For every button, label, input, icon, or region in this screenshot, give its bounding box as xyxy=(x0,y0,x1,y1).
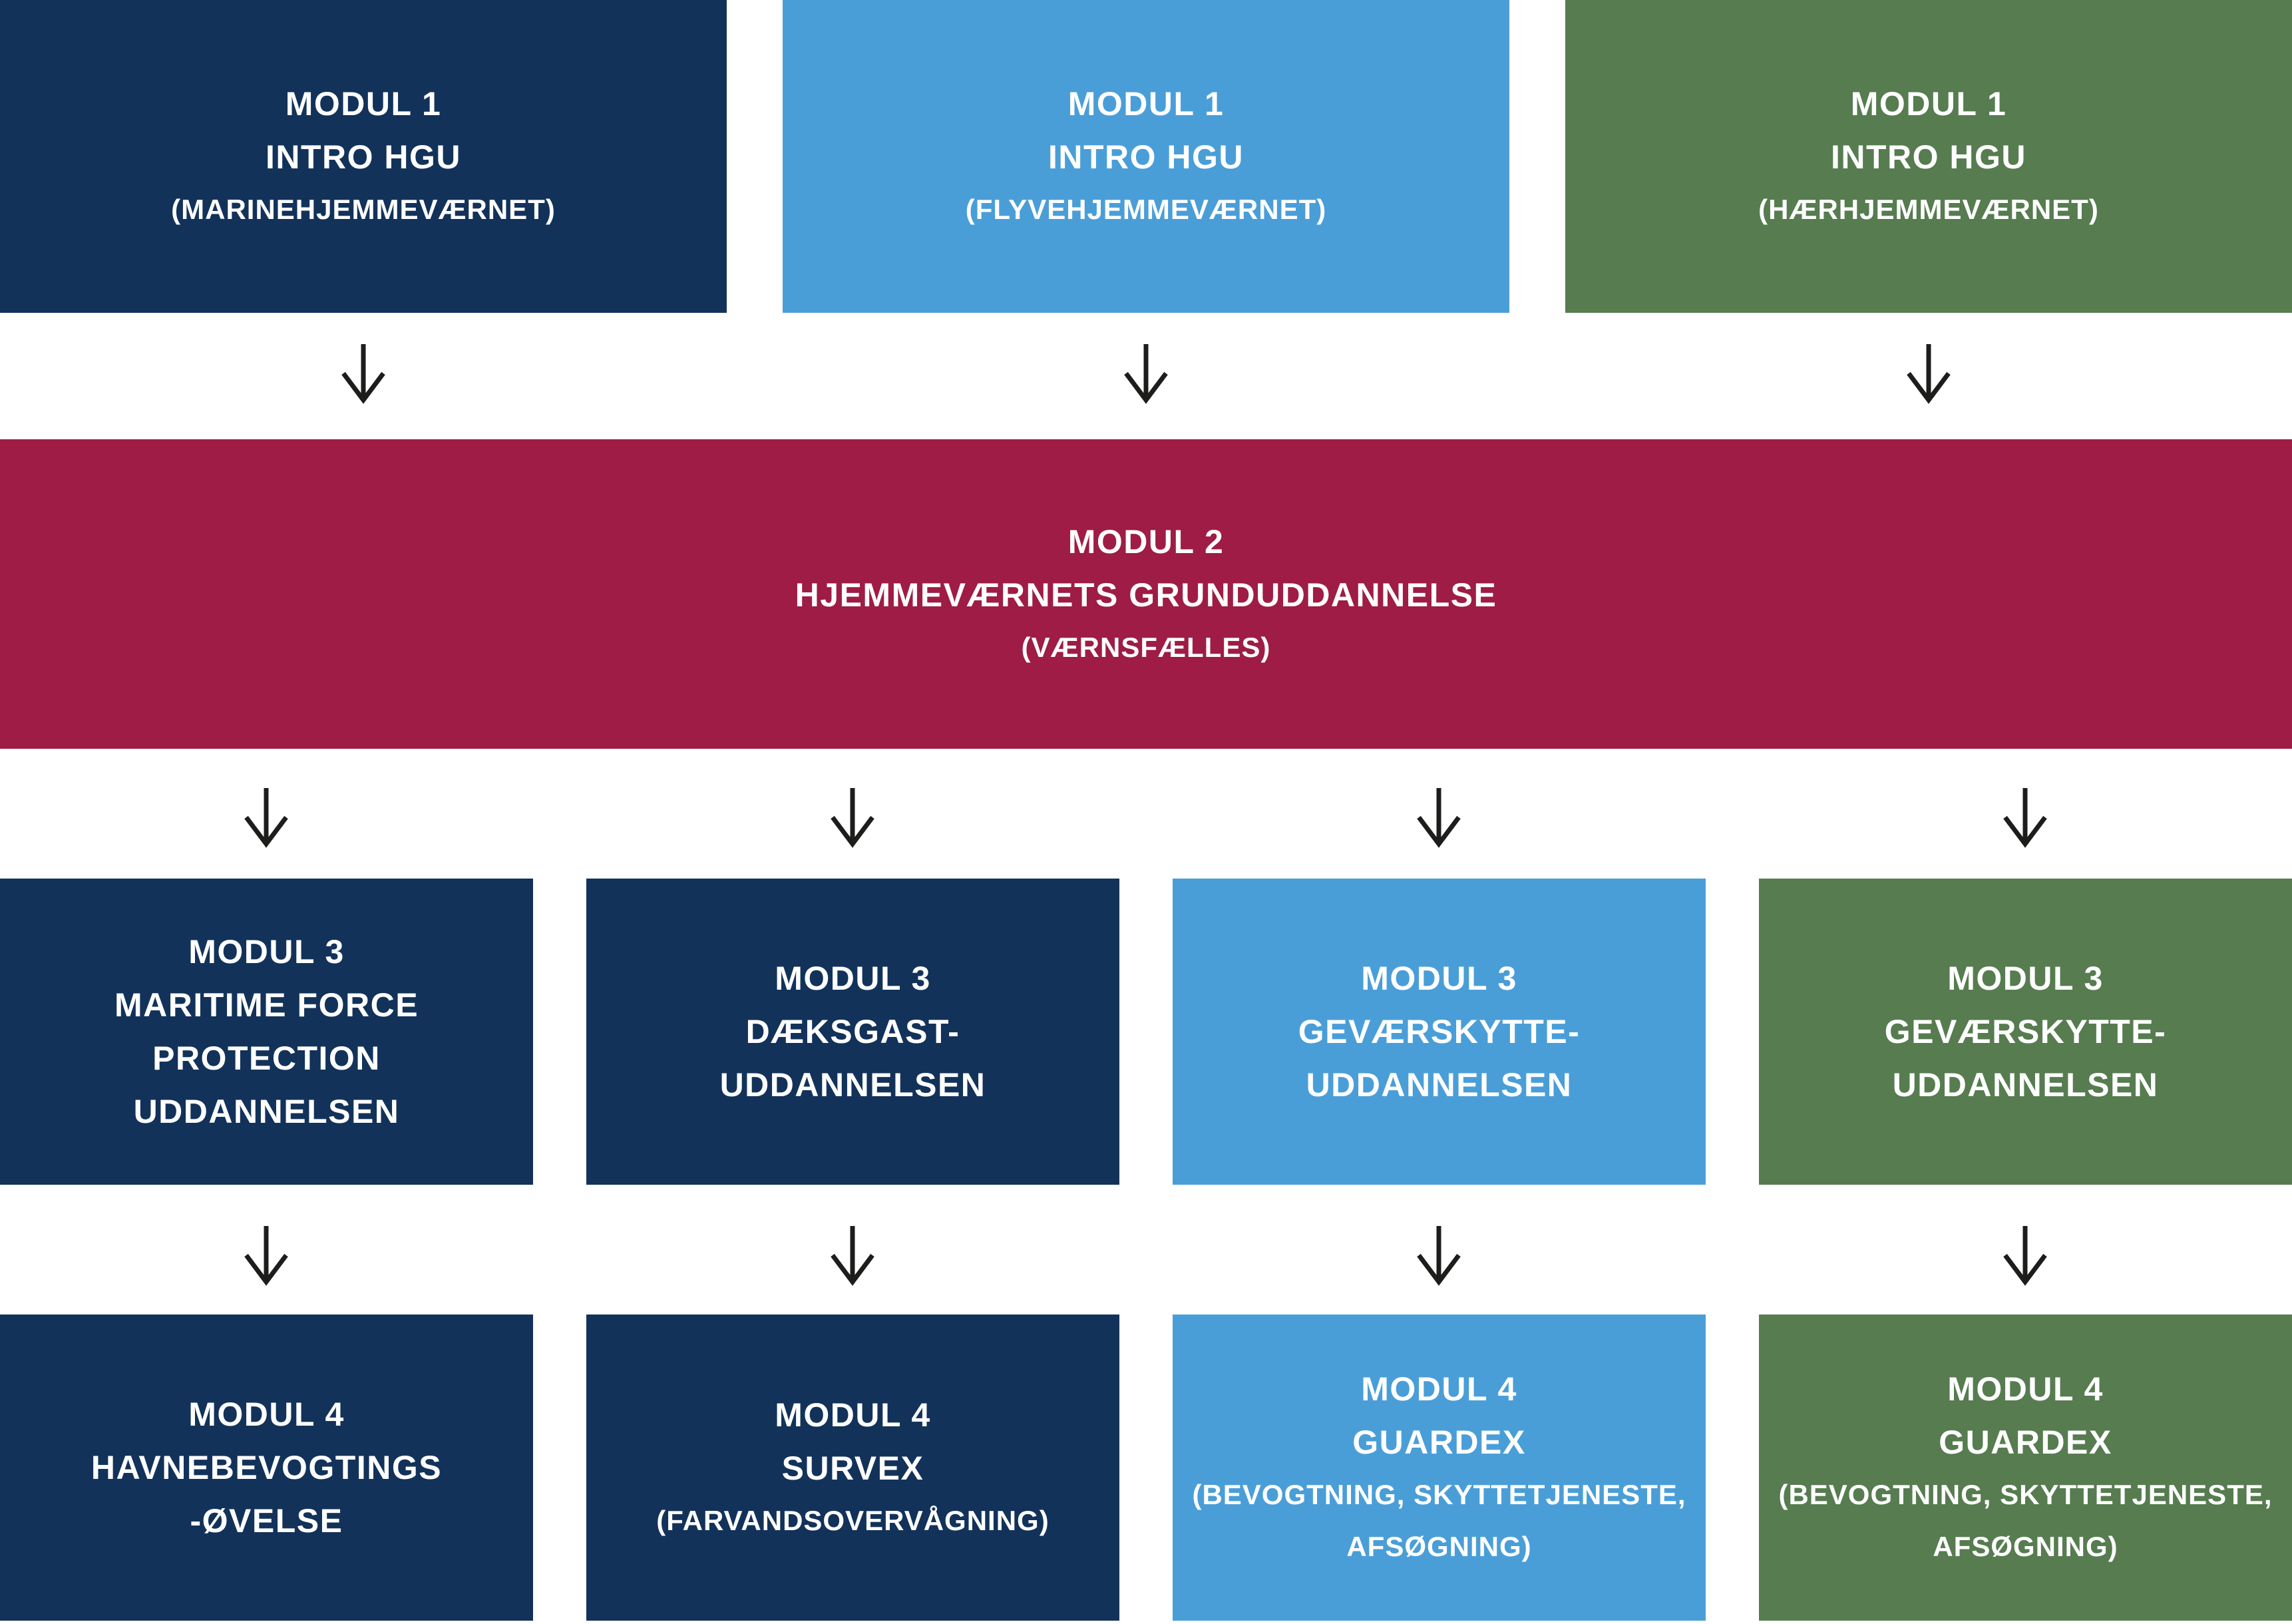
module-number-label: MODUL 3 xyxy=(1947,960,2104,997)
module-branch-label: (FLYVEHJEMMEVÆRNET) xyxy=(965,194,1327,225)
module-name-label: SURVEX xyxy=(781,1450,924,1487)
module-detail-label: (BEVOGTNING, SKYTTETJENESTE, xyxy=(1778,1479,2273,1510)
module-name-label: INTRO HGU xyxy=(1830,138,2027,176)
down-arrow-icon xyxy=(826,787,879,848)
module-number-label: MODUL 1 xyxy=(285,85,442,122)
module-number-label: MODUL 1 xyxy=(1850,85,2007,122)
module-name-label: GEVÆRSKYTTE- xyxy=(1298,1013,1581,1050)
module-name-label: GUARDEX xyxy=(1939,1424,2112,1461)
module-number-label: MODUL 4 xyxy=(1361,1370,1517,1408)
module-box-3-gevaerskytte-haer: MODUL 3 GEVÆRSKYTTE- UDDANNELSEN xyxy=(1759,879,2292,1185)
down-arrow-icon xyxy=(1999,1225,2052,1286)
module-branch-label: (MARINEHJEMMEVÆRNET) xyxy=(171,194,556,225)
module-name-label: UDDANNELSEN xyxy=(1306,1066,1573,1104)
module-box-3-maritime-force-protection: MODUL 3 MARITIME FORCE PROTECTION UDDANN… xyxy=(0,879,533,1185)
module-name-label: MARITIME FORCE xyxy=(114,986,419,1024)
down-arrow-icon xyxy=(337,343,390,404)
module-name-label: INTRO HGU xyxy=(265,138,462,176)
module-box-4-guardex-flyve: MODUL 4 GUARDEX (BEVOGTNING, SKYTTETJENE… xyxy=(1173,1315,1706,1621)
down-arrow-icon xyxy=(1999,787,2052,848)
module-box-4-guardex-haer: MODUL 4 GUARDEX (BEVOGTNING, SKYTTETJENE… xyxy=(1759,1315,2292,1621)
module-box-4-survex: MODUL 4 SURVEX (FARVANDSOVERVÅGNING) xyxy=(586,1315,1119,1621)
module-detail-label: (FARVANDSOVERVÅGNING) xyxy=(656,1505,1050,1536)
module-number-label: MODUL 2 xyxy=(1067,522,1225,560)
module-box-1-flyve: MODUL 1 INTRO HGU (FLYVEHJEMMEVÆRNET) xyxy=(783,0,1509,313)
module-box-3-daeksgast: MODUL 3 DÆKSGAST- UDDANNELSEN xyxy=(586,879,1119,1185)
module-name-label: UDDANNELSEN xyxy=(719,1066,986,1104)
module-name-label: UDDANNELSEN xyxy=(133,1093,400,1130)
module-box-4-havnebevogtning: MODUL 4 HAVNEBEVOGTINGS -ØVELSE xyxy=(0,1315,533,1621)
module-name-label: PROTECTION xyxy=(152,1040,381,1077)
module-detail-label: AFSØGNING) xyxy=(1933,1531,2118,1562)
module-box-1-marine: MODUL 1 INTRO HGU (MARINEHJEMMEVÆRNET) xyxy=(0,0,727,313)
module-name-label: INTRO HGU xyxy=(1048,138,1244,176)
module-branch-label: (VÆRNSFÆLLES) xyxy=(1021,631,1271,663)
module-detail-label: AFSØGNING) xyxy=(1346,1531,1532,1562)
module-box-3-gevaerskytte-flyve: MODUL 3 GEVÆRSKYTTE- UDDANNELSEN xyxy=(1173,879,1706,1185)
down-arrow-icon xyxy=(1412,787,1465,848)
module-name-label: -ØVELSE xyxy=(190,1502,343,1539)
module-detail-label: (BEVOGTNING, SKYTTETJENESTE, xyxy=(1192,1479,1686,1510)
module-branch-label: (HÆRHJEMMEVÆRNET) xyxy=(1758,194,2099,225)
down-arrow-icon xyxy=(1412,1225,1465,1286)
module-number-label: MODUL 4 xyxy=(188,1396,345,1433)
module-name-label: HAVNEBEVOGTINGS xyxy=(91,1449,443,1486)
module-number-label: MODUL 4 xyxy=(775,1396,931,1434)
down-arrow-icon xyxy=(240,787,293,848)
module-number-label: MODUL 3 xyxy=(188,933,345,970)
module-box-1-haer: MODUL 1 INTRO HGU (HÆRHJEMMEVÆRNET) xyxy=(1565,0,2292,313)
down-arrow-icon xyxy=(1902,343,1955,404)
module-number-label: MODUL 3 xyxy=(1361,960,1517,997)
module-name-label: GEVÆRSKYTTE- xyxy=(1884,1013,2167,1050)
module-number-label: MODUL 3 xyxy=(775,960,931,997)
module-box-2-grunduddannelse: MODUL 2 HJEMMEVÆRNETS GRUNDUDDANNELSE (V… xyxy=(0,439,2292,749)
module-number-label: MODUL 4 xyxy=(1947,1370,2104,1408)
down-arrow-icon xyxy=(826,1225,879,1286)
module-name-label: GUARDEX xyxy=(1352,1424,1526,1461)
module-name-label: UDDANNELSEN xyxy=(1892,1066,2159,1104)
down-arrow-icon xyxy=(1119,343,1173,404)
module-name-label: DÆKSGAST- xyxy=(745,1013,960,1050)
down-arrow-icon xyxy=(240,1225,293,1286)
module-name-label: HJEMMEVÆRNETS GRUNDUDDANNELSE xyxy=(795,576,1497,614)
module-number-label: MODUL 1 xyxy=(1067,85,1225,122)
